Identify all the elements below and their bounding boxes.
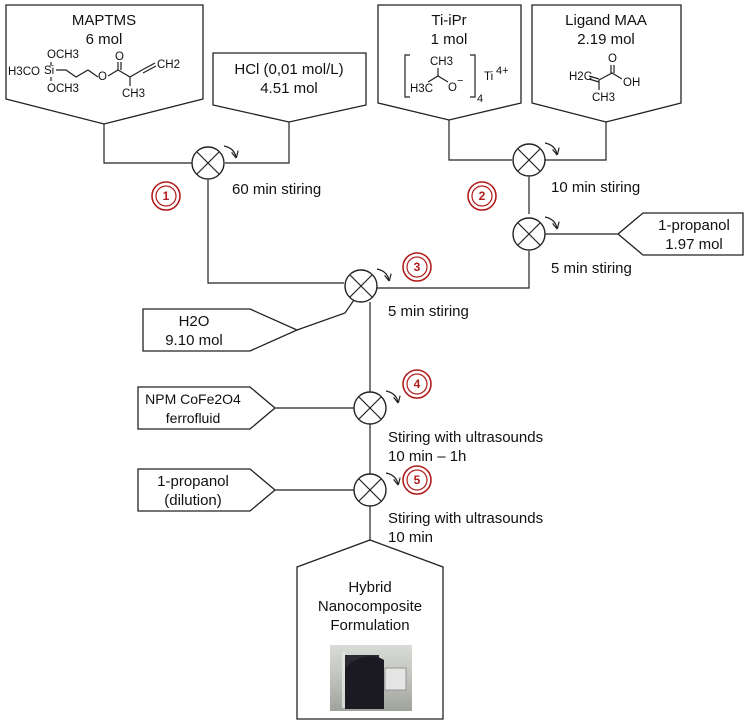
ferrofluid-box: NPM CoFe2O4 ferrofluid xyxy=(137,386,277,430)
svg-text:H3CO: H3CO xyxy=(8,66,40,78)
svg-text:2: 2 xyxy=(479,189,486,203)
ti-ipr-amount: 1 mol xyxy=(431,31,468,48)
step-5-duration: 10 min xyxy=(388,529,433,546)
ti-ipr-box: Ti-iPr 1 mol CH3 H3C O − 4 Ti 4+ xyxy=(377,4,522,121)
step-badge-3: 3 xyxy=(402,252,432,282)
svg-text:4+: 4+ xyxy=(496,65,509,77)
svg-text:CH3: CH3 xyxy=(430,56,453,68)
svg-text:Ti: Ti xyxy=(484,71,493,83)
connector-lines xyxy=(103,120,618,540)
mixer-2b xyxy=(512,216,557,251)
maa-name: Ligand MAA xyxy=(565,12,647,29)
svg-text:OH: OH xyxy=(623,77,640,89)
svg-text:1: 1 xyxy=(163,189,170,203)
hcl-box: HCl (0,01 mol/L) 4.51 mol xyxy=(212,52,367,123)
mixer-4 xyxy=(353,390,398,425)
svg-text:CH2: CH2 xyxy=(157,59,180,71)
output-line2: Nanocomposite xyxy=(318,598,422,615)
output-line1: Hybrid xyxy=(348,579,391,596)
ti-ipr-structure: CH3 H3C O − 4 Ti 4+ xyxy=(404,54,509,105)
mixer-2 xyxy=(512,142,557,177)
step-5-label: Stiring with ultrasounds xyxy=(388,510,543,527)
water-name: H2O xyxy=(179,313,210,330)
propanol-dilution-box: 1-propanol (dilution) xyxy=(137,468,277,512)
svg-text:H3C: H3C xyxy=(410,83,433,95)
ferrofluid-line2: ferrofluid xyxy=(166,410,220,426)
sample-vial-photo xyxy=(330,645,412,711)
mixer-1 xyxy=(191,145,236,180)
propanol-name: 1-propanol xyxy=(658,217,730,234)
dilution-line1: 1-propanol xyxy=(157,473,229,490)
step-1-label: 60 min stiring xyxy=(232,181,321,198)
svg-text:OCH3: OCH3 xyxy=(47,49,79,61)
output-box: Hybrid Nanocomposite Formulation xyxy=(296,539,444,720)
propanol-amount: 1.97 mol xyxy=(665,236,723,253)
step-badge-1: 1 xyxy=(151,181,181,211)
step-4-label: Stiring with ultrasounds xyxy=(388,429,543,446)
step-3-label: 5 min stiring xyxy=(388,303,469,320)
propanol-box: 1-propanol 1.97 mol xyxy=(616,212,744,256)
step-2-label: 10 min stiring xyxy=(551,179,640,196)
svg-text:H2C: H2C xyxy=(569,71,592,83)
hcl-amount: 4.51 mol xyxy=(260,80,318,97)
svg-text:5: 5 xyxy=(414,473,421,487)
step-badge-2: 2 xyxy=(467,181,497,211)
svg-text:CH3: CH3 xyxy=(122,88,145,100)
ferrofluid-line1: NPM CoFe2O4 xyxy=(145,391,241,407)
svg-text:O: O xyxy=(448,82,457,94)
mixer-3 xyxy=(344,268,389,303)
mixer-5 xyxy=(353,472,398,507)
hcl-name: HCl (0,01 mol/L) xyxy=(234,61,343,78)
maa-amount: 2.19 mol xyxy=(577,31,635,48)
step-badge-4: 4 xyxy=(402,369,432,399)
svg-text:4: 4 xyxy=(414,377,421,391)
output-line3: Formulation xyxy=(330,617,409,634)
step-2b-label: 5 min stiring xyxy=(551,260,632,277)
ligand-maa-box: Ligand MAA 2.19 mol O H2C OH CH3 xyxy=(531,4,682,123)
ti-ipr-name: Ti-iPr xyxy=(431,12,466,29)
step-badge-5: 5 xyxy=(402,465,432,495)
maptms-amount: 6 mol xyxy=(86,31,123,48)
svg-text:4: 4 xyxy=(477,93,483,105)
svg-text:O: O xyxy=(115,51,124,63)
svg-text:OCH3: OCH3 xyxy=(47,83,79,95)
svg-text:CH3: CH3 xyxy=(592,92,615,104)
dilution-line2: (dilution) xyxy=(164,492,222,509)
svg-text:O: O xyxy=(608,53,617,65)
water-amount: 9.10 mol xyxy=(165,332,223,349)
svg-text:Si: Si xyxy=(44,65,54,77)
maptms-box: MAPTMS 6 mol OCH3 H3CO Si OCH3 O O CH2 C… xyxy=(5,4,204,125)
water-box: H2O 9.10 mol xyxy=(142,308,299,352)
svg-text:O: O xyxy=(98,71,107,83)
svg-text:−: − xyxy=(457,75,463,87)
maptms-structure: OCH3 H3CO Si OCH3 O O CH2 CH3 xyxy=(8,49,180,100)
svg-text:3: 3 xyxy=(414,260,421,274)
step-4-duration: 10 min – 1h xyxy=(388,448,466,465)
maptms-name: MAPTMS xyxy=(72,12,136,29)
maa-structure: O H2C OH CH3 xyxy=(569,53,640,104)
